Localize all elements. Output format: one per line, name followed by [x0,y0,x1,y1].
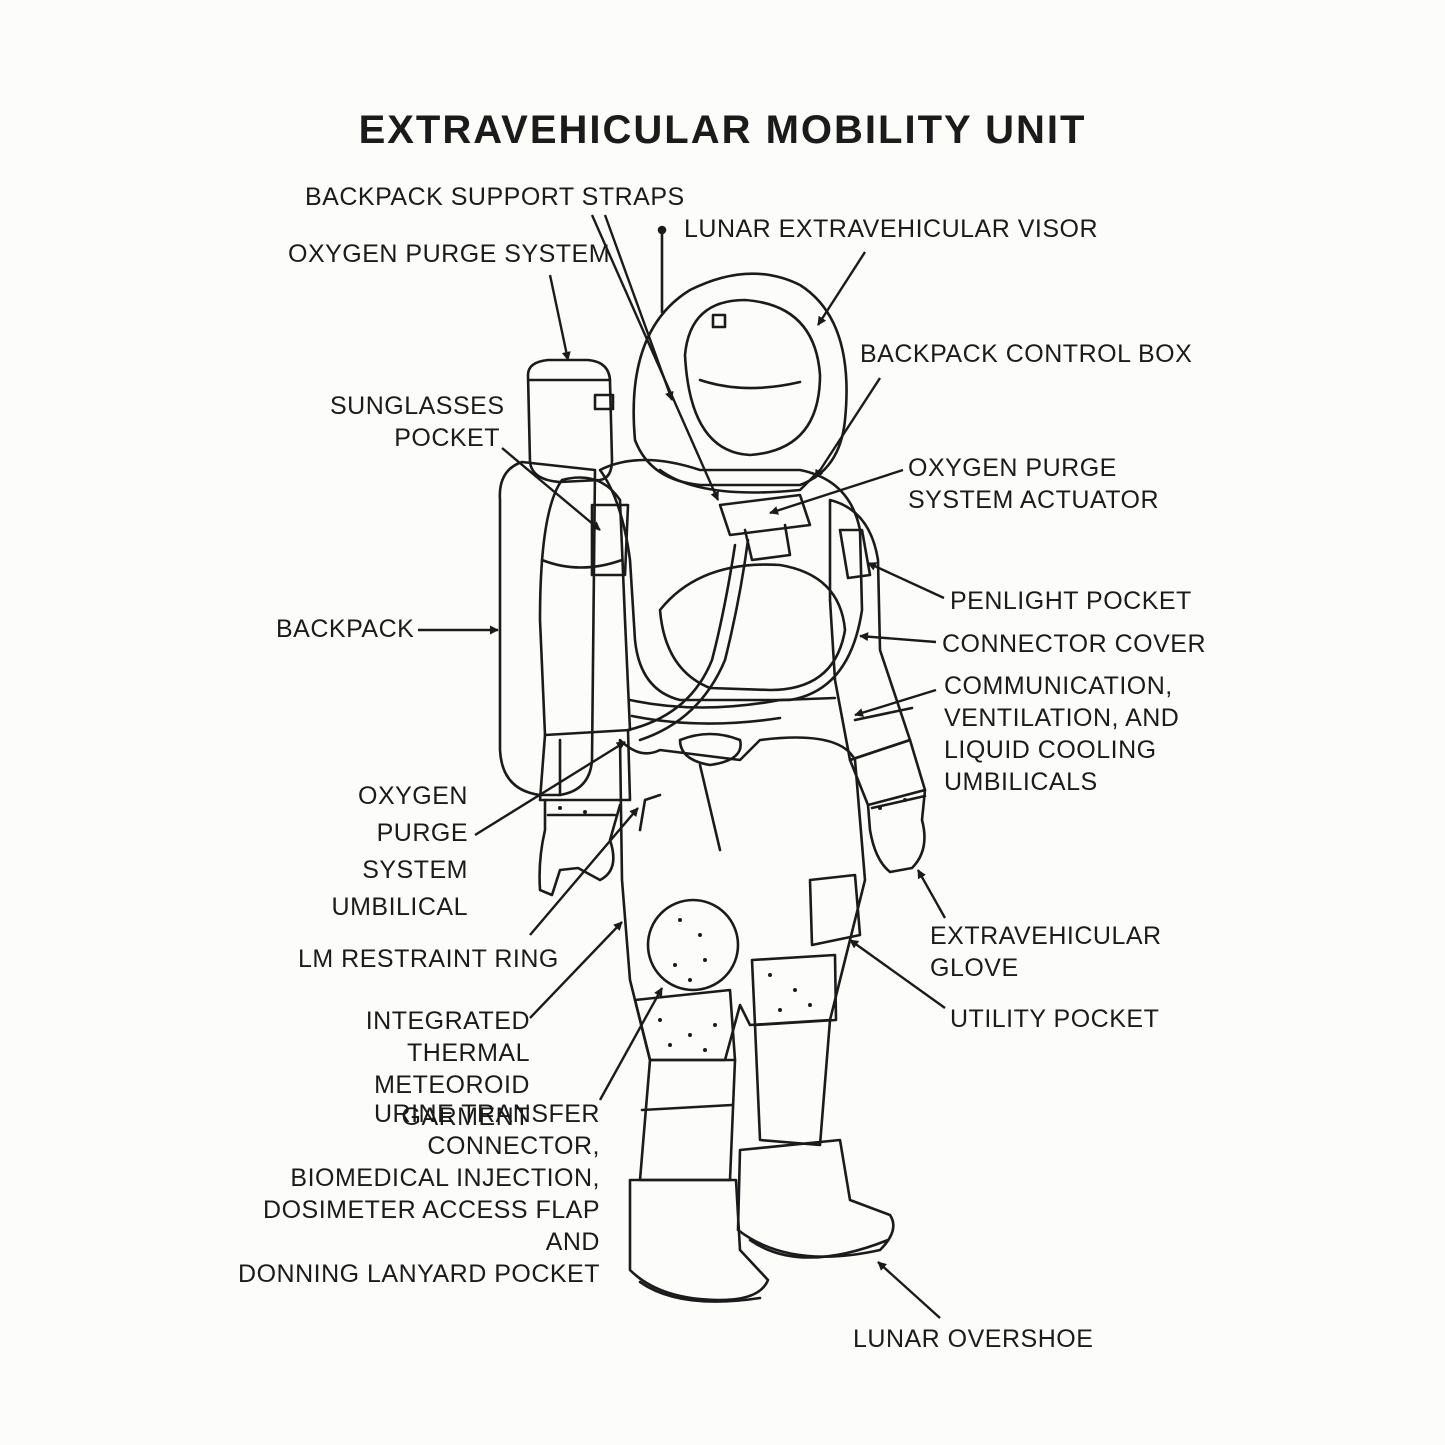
lunar-overshoes [628,1138,895,1303]
leader-umbilicals [854,688,937,717]
leader-lm-restraint-ring [529,807,639,936]
label-urine-transfer-connector: URINE TRANSFER CONNECTOR, BIOMEDICAL INJ… [238,1100,600,1288]
label-lunar-overshoe: LUNAR OVERSHOE [853,1325,1094,1353]
leader-oxygen-purge-system [548,274,571,361]
label-utility-pocket: UTILITY POCKET [950,1005,1160,1033]
umbilical-hoses [626,538,750,742]
backpack-unit [498,460,597,797]
label-extravehicular-glove: EXTRAVEHICULAR GLOVE [930,922,1162,982]
leader-lunar-overshoe [877,1261,941,1319]
label-sunglasses-pocket: SUNGLASSES POCKET [330,392,505,452]
label-backpack-control-box: BACKPACK CONTROL BOX [860,340,1193,368]
right-arm [828,498,927,807]
leader-backpack-control-box [813,377,882,479]
leader-sunglasses-pocket [501,447,601,531]
helmet [632,272,848,494]
label-oxygen-purge-system-umbilical: OXYGEN PURGE SYSTEM UMBILICAL [331,782,468,921]
legs [618,736,867,1182]
diagram-title: EXTRAVEHICULAR MOBILITY UNIT [358,108,1087,152]
leader-backpack-support-straps-2 [603,214,674,401]
leader-lunar-visor [816,251,867,326]
leader-connector-cover [859,632,937,644]
label-backpack: BACKPACK [276,615,415,643]
label-oxygen-purge-system: OXYGEN PURGE SYSTEM [288,240,611,268]
right-glove [866,788,927,874]
label-integrated-thermal-meteoroid-garment: INTEGRATED THERMAL METEOROID GARMENT [365,1007,530,1131]
oxygen-purge-system-box [526,358,615,484]
label-umbilicals: COMMUNICATION, VENTILATION, AND LIQUID C… [944,672,1180,796]
label-lunar-extravehicular-visor: LUNAR EXTRAVEHICULAR VISOR [684,215,1099,243]
label-penlight-pocket: PENLIGHT POCKET [950,587,1192,615]
label-lm-restraint-ring: LM RESTRAINT RING [298,945,559,973]
leader-oxygen-umbilical [474,740,626,837]
leader-thermal-garment [529,921,623,1019]
left-arm [538,476,632,802]
antenna [657,225,667,314]
leader-backpack-support-straps [590,214,720,501]
leader-extravehicular-glove [916,869,947,919]
label-backpack-support-straps: BACKPACK SUPPORT STRAPS [305,183,685,211]
left-glove [538,798,622,897]
waist-belt [628,696,837,767]
leader-urine-transfer [598,987,664,1101]
label-connector-cover: CONNECTOR COVER [942,630,1207,658]
leader-utility-pocket [849,939,946,1009]
label-oxygen-purge-system-actuator: OXYGEN PURGE SYSTEM ACTUATOR [908,454,1160,514]
fabric-texture [558,798,907,1052]
leader-penlight-pocket [867,561,945,600]
leader-oxygen-purge-actuator [769,468,904,515]
leader-lines [418,214,947,1319]
